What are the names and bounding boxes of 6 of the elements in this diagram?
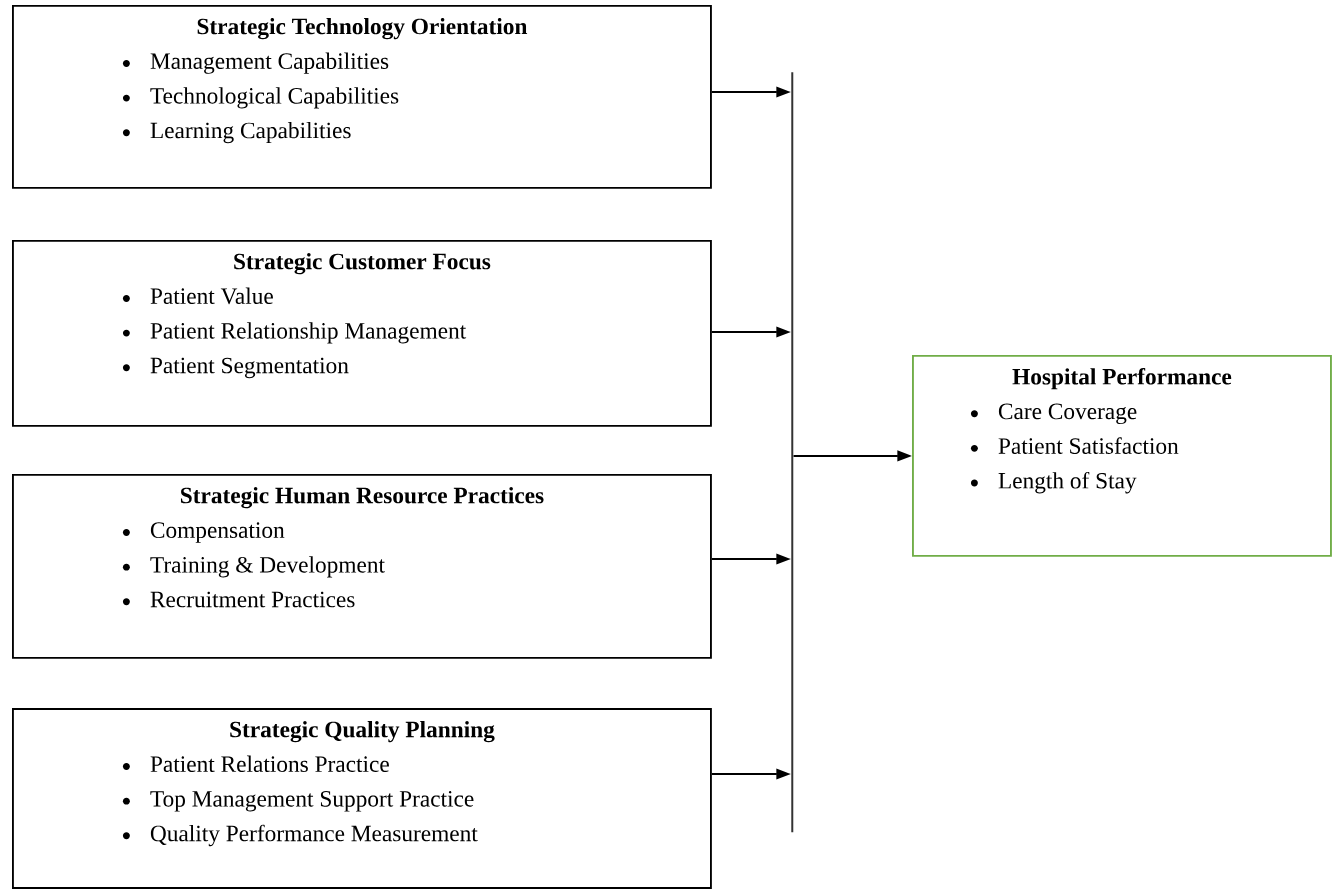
factor-box: Strategic Technology Orientation Management Capabilities Technological Capabilities Learning Capabilities [12,5,712,189]
factor-box: Strategic Customer Focus Patient Value Patient Relationship Management Patient Segmentation [12,240,712,427]
vertical-line [791,72,794,833]
factor-box: Strategic Quality Planning Patient Relations Practice Top Management Support Practice Quality Performance Measurement [12,708,712,889]
outcome-box: Hospital Performance Care Coverage Patient Satisfaction Length of Stay [912,355,1332,557]
factor-box: Strategic Human Resource Practices Compensation Training & Development Recruitment Practices [12,474,712,659]
